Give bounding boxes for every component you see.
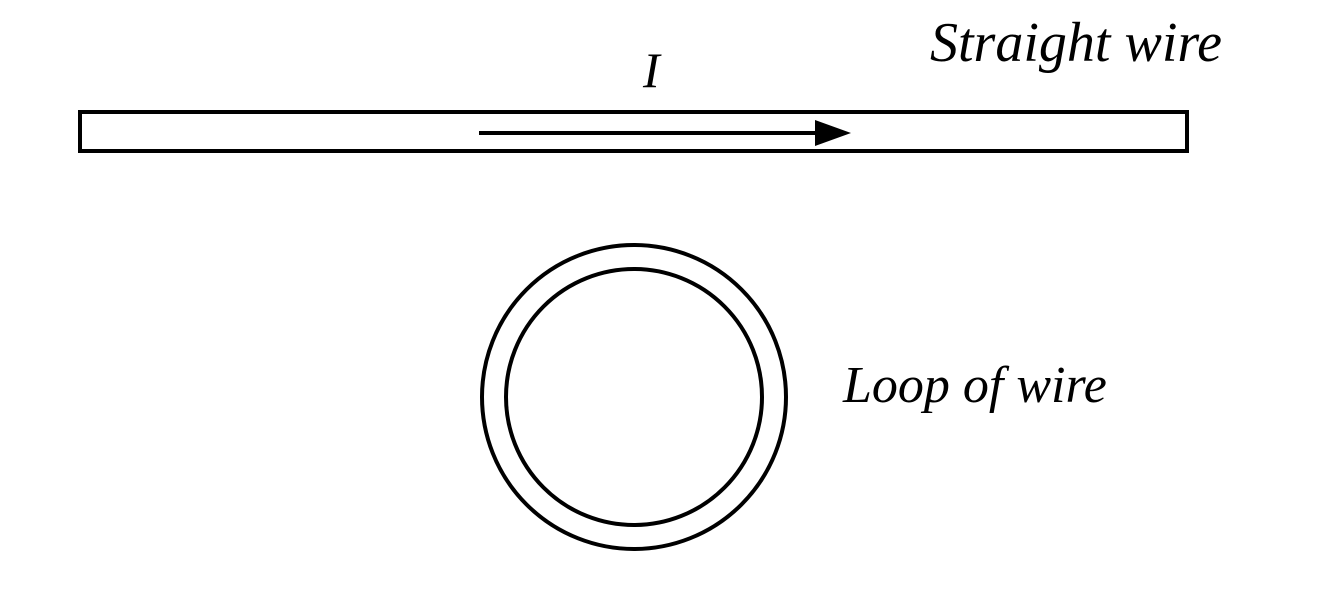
current-direction-arrow-icon <box>479 120 851 146</box>
wire-loop-inner-circle <box>504 267 764 527</box>
wire-loop-outer-circle <box>480 243 788 551</box>
straight-wire-rectangle <box>78 110 1189 153</box>
straight-wire-label: Straight wire <box>930 12 1222 74</box>
loop-of-wire-label: Loop of wire <box>843 357 1107 414</box>
current-label: I <box>643 42 660 98</box>
